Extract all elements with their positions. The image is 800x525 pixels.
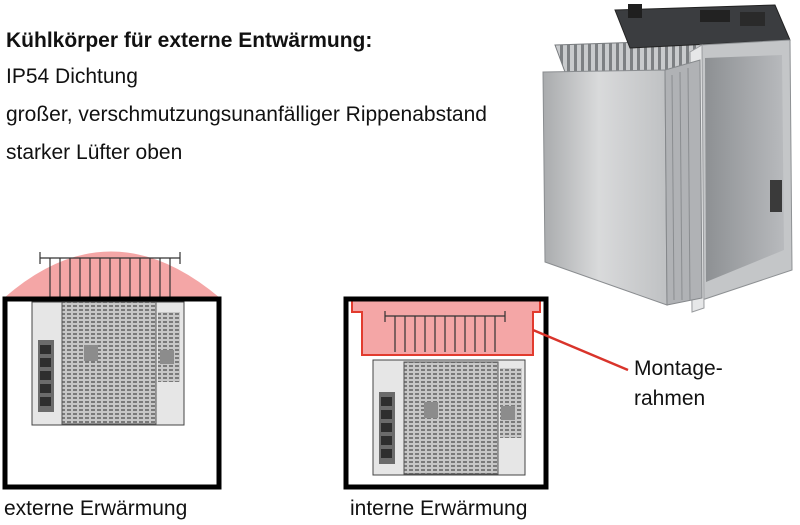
- callout-line1: Montage-: [634, 357, 723, 380]
- heatsink-fins-internal: [384, 311, 506, 352]
- feature-ip54: IP54 Dichtung: [6, 65, 138, 88]
- feature-fin-spacing: großer, verschmutzungsunanfälliger Rippe…: [6, 103, 487, 126]
- caption-external: externe Erwärmung: [4, 497, 188, 520]
- internal-heating-diagram: [343, 296, 549, 490]
- caption-internal: interne Erwärmung: [350, 497, 528, 520]
- mounting-frame: [351, 297, 541, 356]
- heatsink-product-photo: [542, 4, 793, 313]
- feature-fan: starker Lüfter oben: [6, 141, 183, 164]
- cabinet-internal: [343, 296, 549, 490]
- callout-line2: rahmen: [634, 387, 706, 410]
- external-heating-diagram: [2, 251, 222, 490]
- heading: Kühlkörper für externe Entwärmung:: [6, 29, 373, 52]
- callout-line: [532, 328, 629, 372]
- callout-mounting-frame: Montage- rahmen: [634, 354, 764, 414]
- heat-zone-external: [4, 251, 220, 298]
- heatsink-fins-external: [39, 252, 181, 298]
